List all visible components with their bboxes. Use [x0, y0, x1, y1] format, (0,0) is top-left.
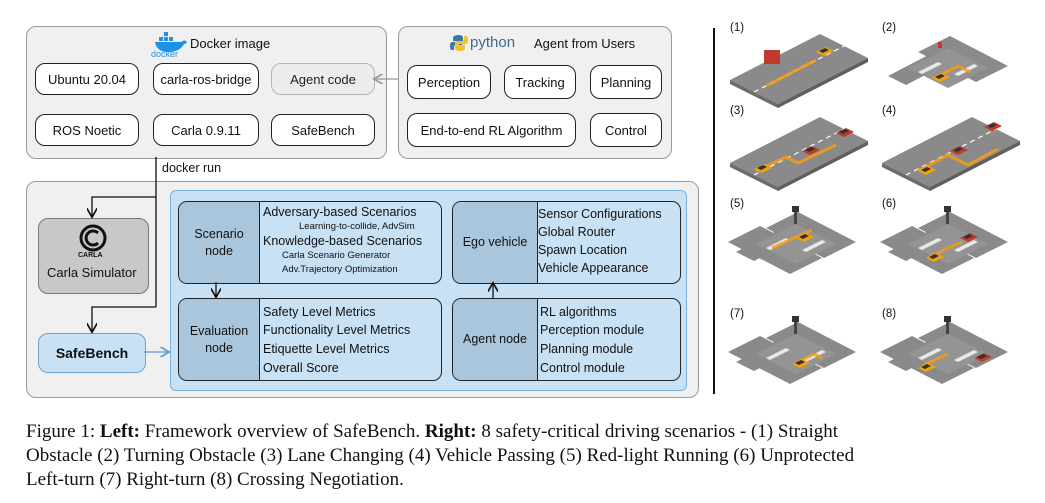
agent-node: Agent node	[452, 298, 681, 381]
end-to-end-rl-box: End-to-end RL Algorithm	[407, 113, 576, 147]
planning-box: Planning	[590, 65, 662, 99]
eval-item-1: Safety Level Metrics	[263, 305, 376, 319]
ubuntu-box: Ubuntu 20.04	[35, 63, 139, 95]
safebench-node: SafeBench	[38, 333, 146, 373]
carla-version-box: Carla 0.9.11	[153, 114, 259, 146]
agent-item-1: RL algorithms	[540, 305, 617, 319]
scenario-illustration-5	[728, 206, 856, 274]
python-icon	[450, 34, 468, 52]
knowledge-scenarios-title: Knowledge-based Scenarios	[263, 234, 423, 248]
scenario-label-1: (1)	[730, 22, 745, 34]
caption-left-text: Framework overview of SafeBench.	[139, 421, 425, 442]
scenario-label-2: (2)	[882, 22, 897, 34]
scenario-illustration-4	[882, 117, 1020, 191]
to-carla-arrow	[92, 196, 156, 216]
scenario-label-8: (8)	[882, 308, 897, 320]
control-box: Control	[590, 113, 662, 147]
ego-item-4: Vehicle Appearance	[538, 261, 649, 275]
knowledge-scenarios-sub2: Adv.Trajectory Optimization	[282, 264, 398, 275]
agent-node-label: Agent node	[453, 299, 538, 380]
ego-vehicle-label: Ego vehicle	[453, 202, 538, 283]
python-title: Agent from Users	[534, 36, 636, 51]
tracking-box: Tracking	[504, 65, 576, 99]
eval-item-2: Functionality Level Metrics	[263, 323, 411, 337]
caption-left-bold: Left:	[99, 421, 140, 442]
ros-noetic-box: ROS Noetic	[35, 114, 139, 146]
carla-ros-bridge-box: carla-ros-bridge	[153, 63, 259, 95]
scenario-node-label: Scenario node	[179, 202, 260, 283]
docker-icon	[151, 30, 191, 54]
scenario-illustration-3	[730, 117, 868, 191]
carla-logo-icon	[79, 224, 107, 252]
carla-logo-text: CARLA	[78, 252, 103, 259]
carla-simulator-label: Carla Simulator	[47, 265, 137, 280]
ego-item-2: Global Router	[538, 225, 616, 239]
safebench-box: SafeBench	[271, 114, 375, 146]
scenario-label-5: (5)	[730, 198, 745, 210]
docker-logo-text: docker	[151, 49, 179, 59]
scenario-illustration-2	[888, 36, 1008, 88]
caption-right-bold: Right:	[424, 421, 477, 442]
agent-item-3: Planning module	[540, 342, 634, 356]
adversary-scenarios-sub: Learning-to-collide, AdvSim	[299, 221, 415, 232]
scenario-illustration-6	[880, 206, 1008, 274]
caption-line-3: Left-turn (7) Right-turn (8) Crossing Ne…	[26, 469, 404, 490]
python-logo-text: python	[470, 34, 516, 51]
evaluation-node-label: Evaluation node	[179, 299, 260, 380]
scenario-node: Scenario node	[178, 201, 442, 284]
docker-run-label: docker run	[162, 161, 222, 175]
to-safebench-arrow	[92, 306, 156, 331]
scenario-label-3: (3)	[730, 105, 745, 117]
connector-arrows	[0, 0, 700, 400]
scenario-label-6: (6)	[882, 198, 897, 210]
caption-prefix: Figure 1:	[26, 421, 100, 442]
agent-item-4: Control module	[540, 361, 625, 375]
evaluation-node: Evaluation node	[178, 298, 442, 381]
knowledge-scenarios-sub1: Carla Scenario Generator	[282, 250, 391, 261]
caption-right-text: 8 safety-critical driving scenarios - (1…	[476, 421, 839, 442]
adversary-scenarios-title: Adversary-based Scenarios	[263, 205, 417, 219]
eval-item-4: Overall Score	[263, 361, 339, 375]
scenario-label-7: (7)	[730, 308, 745, 320]
scenario-illustration-7	[728, 316, 856, 384]
perception-box: Perception	[407, 65, 491, 99]
agent-code-box: Agent code	[271, 63, 375, 95]
docker-title: Docker image	[190, 36, 271, 51]
ego-vehicle-node: Ego vehicle	[452, 201, 681, 284]
caption-line-2: Obstacle (2) Turning Obstacle (3) Lane C…	[26, 445, 855, 466]
eval-item-3: Etiquette Level Metrics	[263, 342, 390, 356]
ego-item-1: Sensor Configurations	[538, 207, 662, 221]
scenario-illustration-8	[880, 316, 1008, 384]
ego-item-3: Spawn Location	[538, 243, 627, 257]
caption-line-1: Figure 1: Left: Framework overview of Sa…	[26, 420, 838, 444]
vertical-divider	[713, 28, 715, 394]
agent-item-2: Perception module	[540, 323, 645, 337]
scenario-label-4: (4)	[882, 105, 897, 117]
scenario-illustration-1	[730, 34, 868, 108]
